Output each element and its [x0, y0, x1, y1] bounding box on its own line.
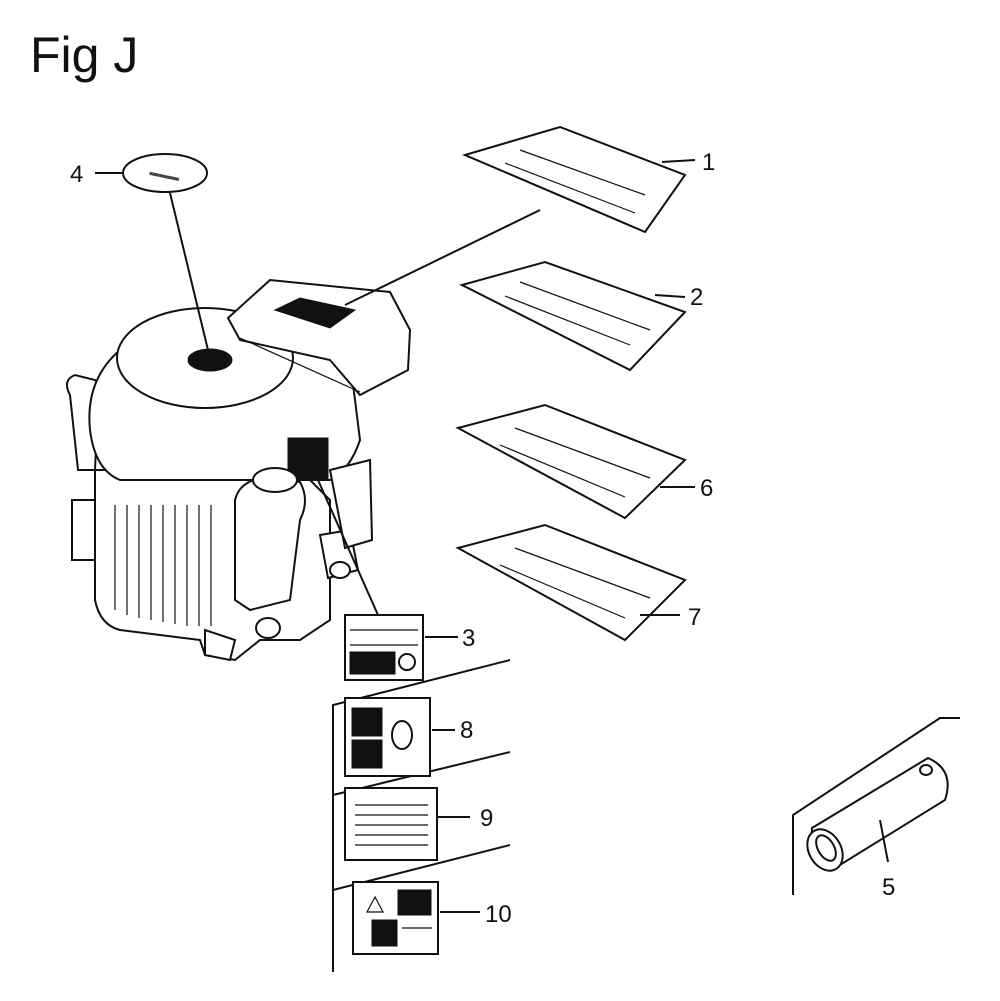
callout-7: 7	[688, 604, 701, 631]
callout-5: 5	[882, 874, 895, 901]
part-4-oval-emblem: ▬▬▬	[95, 153, 209, 351]
part-1-decal	[344, 125, 696, 306]
callout-9: 9	[480, 805, 493, 832]
part-10-decal	[352, 881, 480, 955]
callout-1: 1	[702, 149, 715, 176]
part-3-decal	[317, 479, 458, 681]
part-6-decal	[455, 403, 695, 520]
part-9-decal	[344, 787, 470, 861]
callout-4: 4	[70, 161, 83, 188]
callout-8: 8	[460, 717, 473, 744]
part-2-decal	[459, 260, 687, 372]
part-7-decal	[455, 523, 687, 642]
callout-3: 3	[462, 625, 475, 652]
callout-2: 2	[690, 284, 703, 311]
part-5-tube-wrench	[792, 717, 960, 895]
engine-illustration	[65, 278, 412, 662]
callout-10: 10	[485, 901, 512, 928]
figure-title: Fig J	[30, 27, 139, 83]
callout-6: 6	[700, 475, 713, 502]
part-8-decal	[344, 697, 455, 777]
